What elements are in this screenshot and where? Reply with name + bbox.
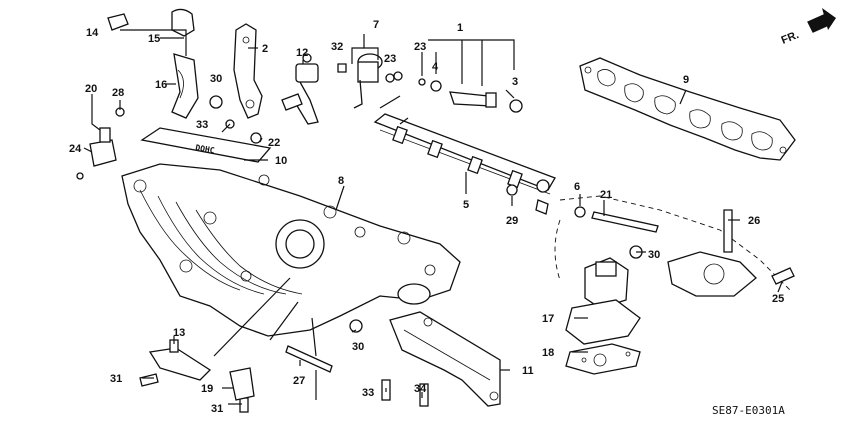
egr-valve	[565, 257, 641, 345]
callout-10: 10	[275, 155, 287, 167]
air-temperature-sensor	[76, 107, 125, 180]
intake-manifold	[121, 163, 461, 337]
callout-8: 8	[338, 175, 344, 187]
front-direction-label: FR.	[780, 29, 801, 47]
callout-2: 2	[262, 43, 268, 55]
callout-7: 7	[373, 19, 379, 31]
callout-6: 6	[574, 181, 580, 193]
callout-26: 26	[748, 215, 760, 227]
svg-text:DOHC: DOHC	[195, 143, 216, 155]
engine-bracket	[233, 23, 263, 119]
fuel-injector	[418, 78, 523, 113]
bracket-19	[229, 367, 255, 401]
egr-pipe-flange	[667, 251, 757, 297]
callout-13: 13	[173, 327, 185, 339]
diagram-code: SE87-E0301A	[712, 404, 785, 417]
callout-22: 22	[268, 137, 280, 149]
callout-18: 18	[542, 347, 554, 359]
callout-9: 9	[683, 74, 689, 86]
callout-23-injector: 23	[414, 41, 426, 53]
callout-24: 24	[69, 143, 82, 155]
front-direction-arrow-icon	[807, 8, 836, 33]
fast-idle-valve	[281, 53, 319, 125]
fuel-pressure-regulator	[337, 53, 395, 109]
egr-gasket	[565, 343, 641, 375]
manifold-stay	[389, 311, 501, 407]
intake-manifold-gasket	[579, 57, 796, 161]
callout-numbers: 1 2 3 4 5 6 7 8 9 10 11 12 13 14 15 16 1…	[69, 19, 784, 415]
callout-15: 15	[148, 33, 160, 45]
callout-14: 14	[86, 27, 99, 39]
fuel-rail	[373, 113, 556, 215]
callout-4: 4	[432, 61, 439, 73]
callout-28: 28	[112, 87, 124, 99]
bracket-13	[148, 339, 212, 381]
callout-12: 12	[296, 47, 308, 59]
harness-clamp	[107, 8, 199, 119]
callout-29: 29	[506, 215, 518, 227]
leader-lines	[83, 29, 783, 405]
callout-19: 19	[201, 383, 213, 395]
emission-label-plate: DOHC	[140, 127, 272, 163]
callout-31-bottom: 31	[211, 403, 223, 415]
callout-33-upper: 33	[196, 119, 208, 131]
callout-23-regulator: 23	[384, 53, 396, 65]
callout-34: 34	[414, 383, 427, 395]
callout-1: 1	[457, 22, 463, 34]
callout-32: 32	[331, 41, 343, 53]
callout-5: 5	[463, 199, 469, 211]
callout-21: 21	[600, 189, 612, 201]
callout-16: 16	[155, 79, 167, 91]
callout-27: 27	[293, 375, 305, 387]
callout-33-lower: 33	[362, 387, 374, 399]
callout-3: 3	[512, 76, 518, 88]
callout-30-upper: 30	[210, 73, 222, 85]
callout-11: 11	[522, 365, 534, 377]
stud-bolts	[139, 71, 795, 413]
callout-20: 20	[85, 83, 97, 95]
callout-30-lower: 30	[352, 341, 364, 353]
callout-31-left: 31	[110, 373, 122, 385]
callout-25: 25	[772, 293, 784, 305]
callout-17: 17	[542, 313, 554, 325]
callout-30-egr: 30	[648, 249, 660, 261]
